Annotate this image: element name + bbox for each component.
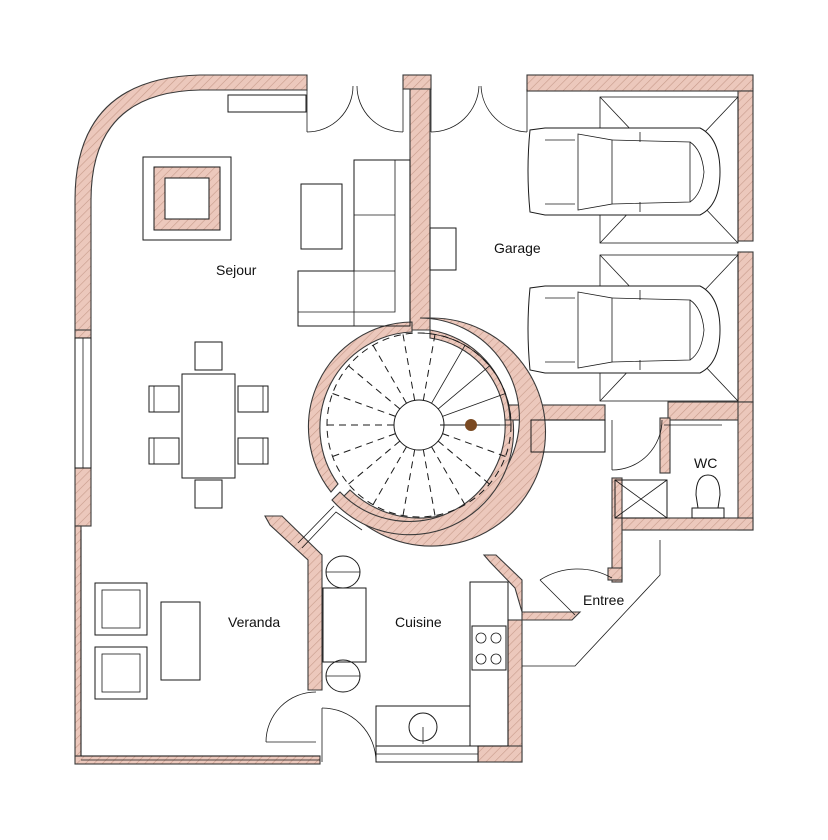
entree-wall-left <box>611 477 623 583</box>
windows <box>74 94 479 763</box>
wc-west-wall <box>659 417 671 474</box>
garage-east-wall-lower <box>737 251 754 403</box>
room-label-entree: Entree <box>583 592 624 608</box>
room-label-garage: Garage <box>494 240 541 256</box>
kitchen-east-wall <box>482 554 582 621</box>
west-wall-mid <box>74 467 92 527</box>
stair-tread <box>437 365 490 410</box>
room-label-cuisine: Cuisine <box>395 614 442 630</box>
room-label-sejour: Sejour <box>216 262 257 278</box>
kitchen-south-wall <box>477 745 523 763</box>
side-cabinet <box>429 227 457 271</box>
kitchen-furniture <box>322 555 509 747</box>
west-wall-lower <box>74 525 82 757</box>
car <box>527 127 721 216</box>
shower-tray <box>614 479 668 519</box>
kitchen-island <box>322 587 367 663</box>
sejour-door-jamb <box>402 74 432 90</box>
garage-north-wall <box>526 74 754 92</box>
stair-tread <box>372 345 407 404</box>
stair-tread <box>431 446 466 505</box>
walls <box>74 74 754 765</box>
stair-tread <box>431 345 466 404</box>
dining-chair <box>194 479 223 509</box>
kitchen-east-wall-lower <box>507 619 523 763</box>
veranda-table <box>160 601 201 681</box>
room-label-wc: WC <box>694 455 717 471</box>
wc-south-wall <box>611 517 754 531</box>
stair-core <box>393 399 445 451</box>
car <box>527 285 721 374</box>
kitchen-counter <box>469 581 509 747</box>
stair-post <box>465 419 477 431</box>
coffee-table <box>300 183 343 250</box>
dining-chair <box>148 437 180 465</box>
room-label-veranda: Veranda <box>228 614 280 630</box>
wc-furniture <box>614 474 725 519</box>
veranda-furniture <box>94 582 201 700</box>
armchair <box>94 646 148 700</box>
dining-chair <box>237 385 269 413</box>
west-wall-upper <box>74 329 92 339</box>
dining-chair <box>237 437 269 465</box>
entree-jamb <box>607 567 623 581</box>
toilet <box>695 474 721 509</box>
stair-tread <box>402 334 416 401</box>
kitchen-counter-south <box>375 705 471 747</box>
dining-chair <box>194 341 223 371</box>
spiral-staircase <box>326 332 512 518</box>
doors <box>265 85 722 763</box>
cooktop <box>471 625 507 671</box>
garage-east-wall-upper <box>737 90 754 242</box>
armchair <box>94 582 148 636</box>
garage-furniture <box>527 96 739 453</box>
wc-east-wall <box>737 401 754 531</box>
stair-tread <box>442 393 506 417</box>
room-labels: Sejour Garage WC Entree Veranda Cuisine <box>216 240 717 630</box>
garage-storage <box>530 419 606 453</box>
stair-ring-south <box>331 419 515 536</box>
sejour-garage-partition <box>409 88 431 331</box>
stair-ring <box>307 321 413 493</box>
fireplace <box>142 156 232 241</box>
stair-tread <box>402 449 416 516</box>
stair-tread <box>422 449 436 516</box>
dining-table <box>181 373 236 479</box>
stair-handrail <box>418 332 512 426</box>
stair-tread <box>372 446 407 505</box>
dining-chair <box>148 385 180 413</box>
sejour-furniture <box>142 156 457 509</box>
veranda-partition <box>264 515 323 691</box>
stair-tread <box>422 334 436 401</box>
north-window <box>227 94 307 113</box>
